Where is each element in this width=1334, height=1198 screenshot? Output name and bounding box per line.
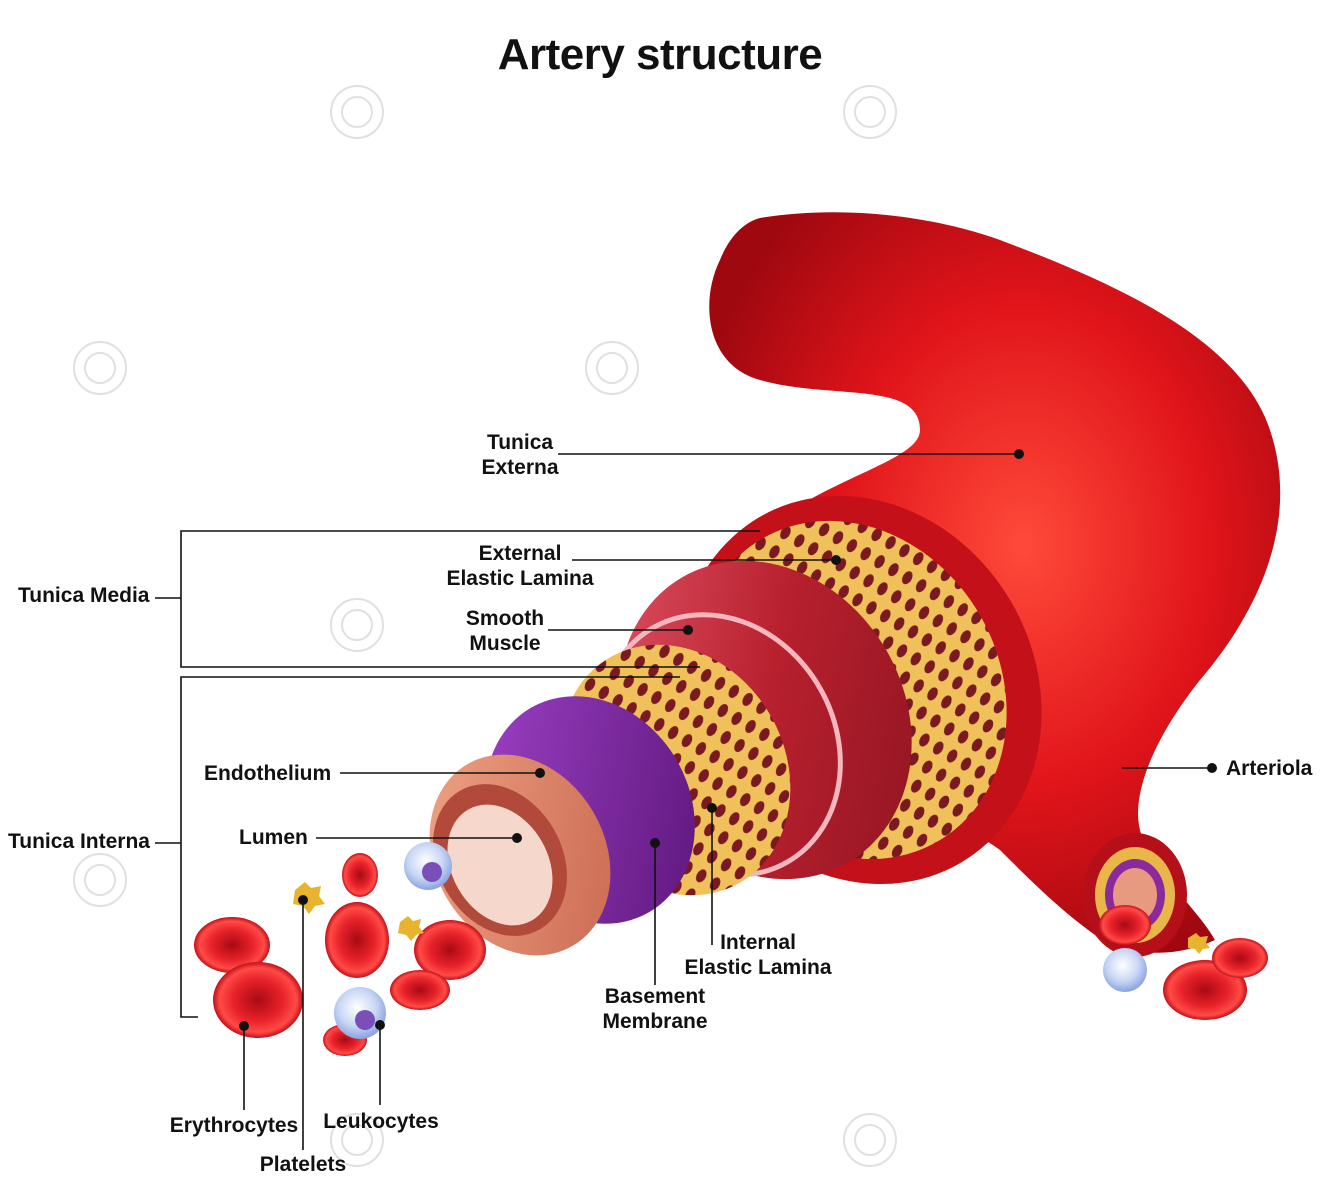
leader-lines — [155, 453, 1212, 1150]
platelets-cells — [293, 882, 1210, 954]
label-internal-elastic-lamina: Internal Elastic Lamina — [684, 931, 832, 979]
watermark-swirls — [73, 85, 897, 1167]
label-leukocytes: Leukocytes — [323, 1110, 439, 1133]
label-basement-membrane: Basement Membrane — [602, 985, 708, 1033]
erythrocytes-cells — [194, 853, 1268, 1056]
label-lumen: Lumen — [239, 826, 308, 849]
label-endothelium: Endothelium — [204, 762, 332, 785]
label-tunica-externa: Tunica Externa — [481, 431, 559, 479]
leukocytes-cells — [334, 842, 1147, 1039]
lumen-shape — [447, 804, 553, 926]
label-erythrocytes: Erythrocytes — [169, 1114, 299, 1137]
label-tunica-media: Tunica Media — [18, 584, 150, 607]
page-title: Artery structure — [497, 30, 823, 79]
label-smooth-muscle: Smooth Muscle — [465, 607, 545, 655]
label-platelets: Platelets — [259, 1153, 347, 1176]
label-arteriola: Arteriola — [1226, 757, 1313, 780]
label-external-elastic-lamina: External Elastic Lamina — [446, 542, 594, 590]
leader-dots — [239, 449, 1217, 1031]
label-tunica-interna: Tunica Interna — [8, 830, 150, 853]
